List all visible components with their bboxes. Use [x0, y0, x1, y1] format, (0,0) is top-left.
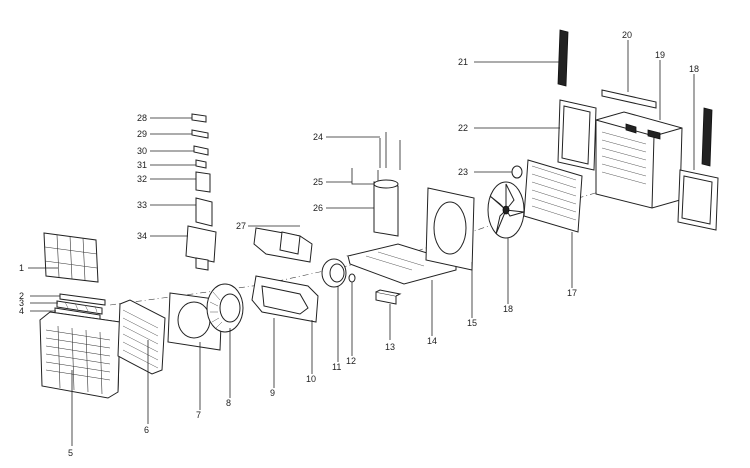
callout-14: 14 [427, 336, 437, 346]
side-curtain-strip [557, 29, 569, 87]
front-grille-panel [43, 232, 99, 283]
callout-23: 23 [458, 167, 468, 177]
callout-6: 6 [144, 425, 149, 435]
callout-33: 33 [137, 200, 147, 210]
callout-18-lower: 18 [503, 304, 513, 314]
front-cabinet [39, 311, 121, 399]
callout-2: 2 [19, 291, 24, 301]
callout-7: 7 [196, 410, 201, 420]
upper-housing [253, 227, 313, 263]
callout-28: 28 [137, 113, 147, 123]
callout-5: 5 [68, 448, 73, 458]
blower-wheel [206, 283, 244, 333]
callout-29: 29 [137, 129, 147, 139]
condenser-coil [523, 159, 583, 233]
outer-cabinet [595, 111, 683, 209]
callout-19: 19 [655, 50, 665, 60]
evaporator-coil [117, 299, 166, 375]
callout-12: 12 [346, 356, 356, 366]
callout-3: 3 [19, 298, 24, 308]
callout-18-upper: 18 [689, 64, 699, 74]
callout-8: 8 [226, 398, 231, 408]
condenser-shroud [425, 187, 475, 271]
capacitor [375, 289, 402, 305]
scroll-housing [251, 275, 319, 323]
leader-lines [28, 40, 695, 446]
control-box-stack [185, 113, 217, 271]
callout-30: 30 [137, 146, 147, 156]
callout-17: 17 [567, 288, 577, 298]
callout-22: 22 [458, 123, 468, 133]
callout-27: 27 [236, 221, 246, 231]
callout-21: 21 [458, 57, 468, 67]
base-pan [346, 243, 458, 285]
callout-4: 4 [19, 306, 24, 316]
callout-20: 20 [622, 30, 632, 40]
fan-motor [321, 258, 347, 288]
callout-34: 34 [137, 231, 147, 241]
callout-31: 31 [137, 160, 147, 170]
callout-15: 15 [467, 318, 477, 328]
callout-11: 11 [332, 362, 341, 372]
condenser-fan-blade [487, 181, 525, 239]
callout-13: 13 [385, 342, 395, 352]
rear-frame [557, 99, 597, 171]
callout-10: 10 [306, 374, 316, 384]
callout-labels: 1 2 3 4 5 6 7 8 9 10 11 12 13 14 15 18 1… [19, 30, 699, 458]
callout-24: 24 [313, 132, 323, 142]
motor-clamp [348, 273, 356, 283]
callout-1: 1 [19, 263, 24, 273]
side-panel [677, 107, 719, 231]
assembly-axis [109, 179, 641, 306]
tube-fitting [511, 165, 523, 179]
callout-25: 25 [313, 177, 323, 187]
callout-26: 26 [313, 203, 323, 213]
callout-9: 9 [270, 388, 275, 398]
compressor-assembly [351, 132, 401, 237]
top-bracket [601, 89, 657, 109]
callout-32: 32 [137, 174, 147, 184]
